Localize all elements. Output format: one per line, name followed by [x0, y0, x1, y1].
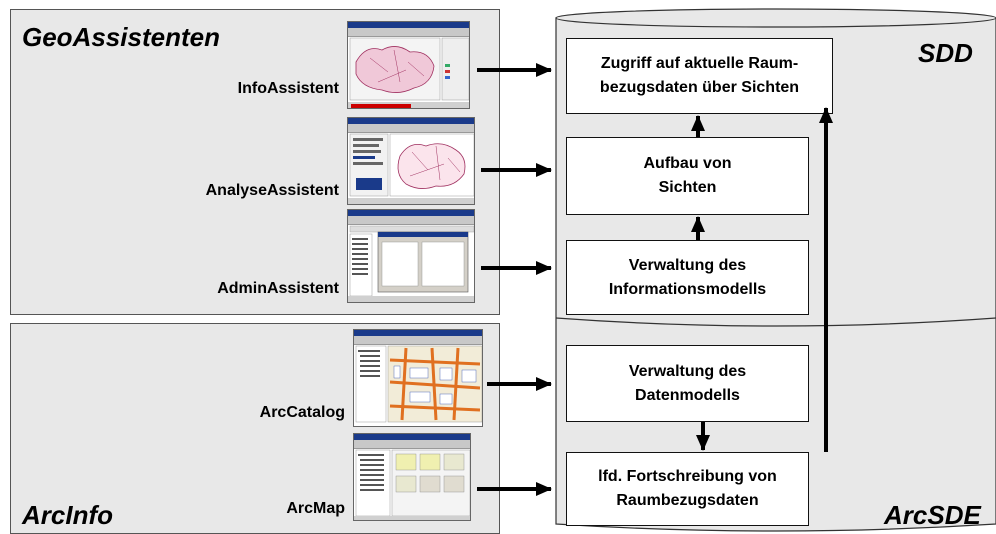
zugriff-text: Zugriff auf aktuelle Raum- bezugsdaten ü… — [599, 55, 800, 96]
aufbau-text: Aufbau von Sichten — [643, 155, 732, 196]
verwaltung-datenmodell-text: Verwaltung des Datenmodells — [628, 362, 747, 404]
verwaltung-datenmodell-box: Verwaltung des Datenmodells — [566, 345, 809, 422]
adminassistent-label: AdminAssistent — [217, 280, 339, 297]
infoassistent-screenshot — [347, 21, 470, 109]
aufbau-box: Aufbau von Sichten — [566, 137, 809, 215]
adminassistent-screenshot — [347, 209, 475, 303]
infoassistent-label: InfoAssistent — [237, 80, 339, 97]
cylinder-top — [555, 8, 996, 28]
analyseassistent-label: AnalyseAssistent — [205, 182, 339, 199]
arcmap-screenshot — [353, 433, 471, 521]
fortschreibung-text: lfd. Fortschreibung von Raumbezugsdaten — [598, 468, 777, 509]
sdd-label: SDD — [918, 38, 973, 68]
arccatalog-label: ArcCatalog — [259, 404, 345, 421]
verwaltung-informationsmodell-text: Verwaltung des Informationsmodells — [608, 256, 767, 298]
analyseassistent-screenshot — [347, 117, 475, 205]
fortschreibung-box: lfd. Fortschreibung von Raumbezugsdaten — [566, 452, 809, 526]
geoassistenten-title: GeoAssistenten — [22, 22, 220, 52]
arcsde-label: ArcSDE — [884, 500, 981, 530]
verwaltung-informationsmodell-box: Verwaltung des Informationsmodells — [566, 240, 809, 315]
cylinder-divider — [555, 317, 996, 327]
arcmap-label: ArcMap — [286, 500, 345, 517]
arccatalog-screenshot — [353, 329, 483, 427]
zugriff-box: Zugriff auf aktuelle Raum- bezugsdaten ü… — [566, 38, 833, 114]
arcinfo-title: ArcInfo — [22, 500, 113, 530]
